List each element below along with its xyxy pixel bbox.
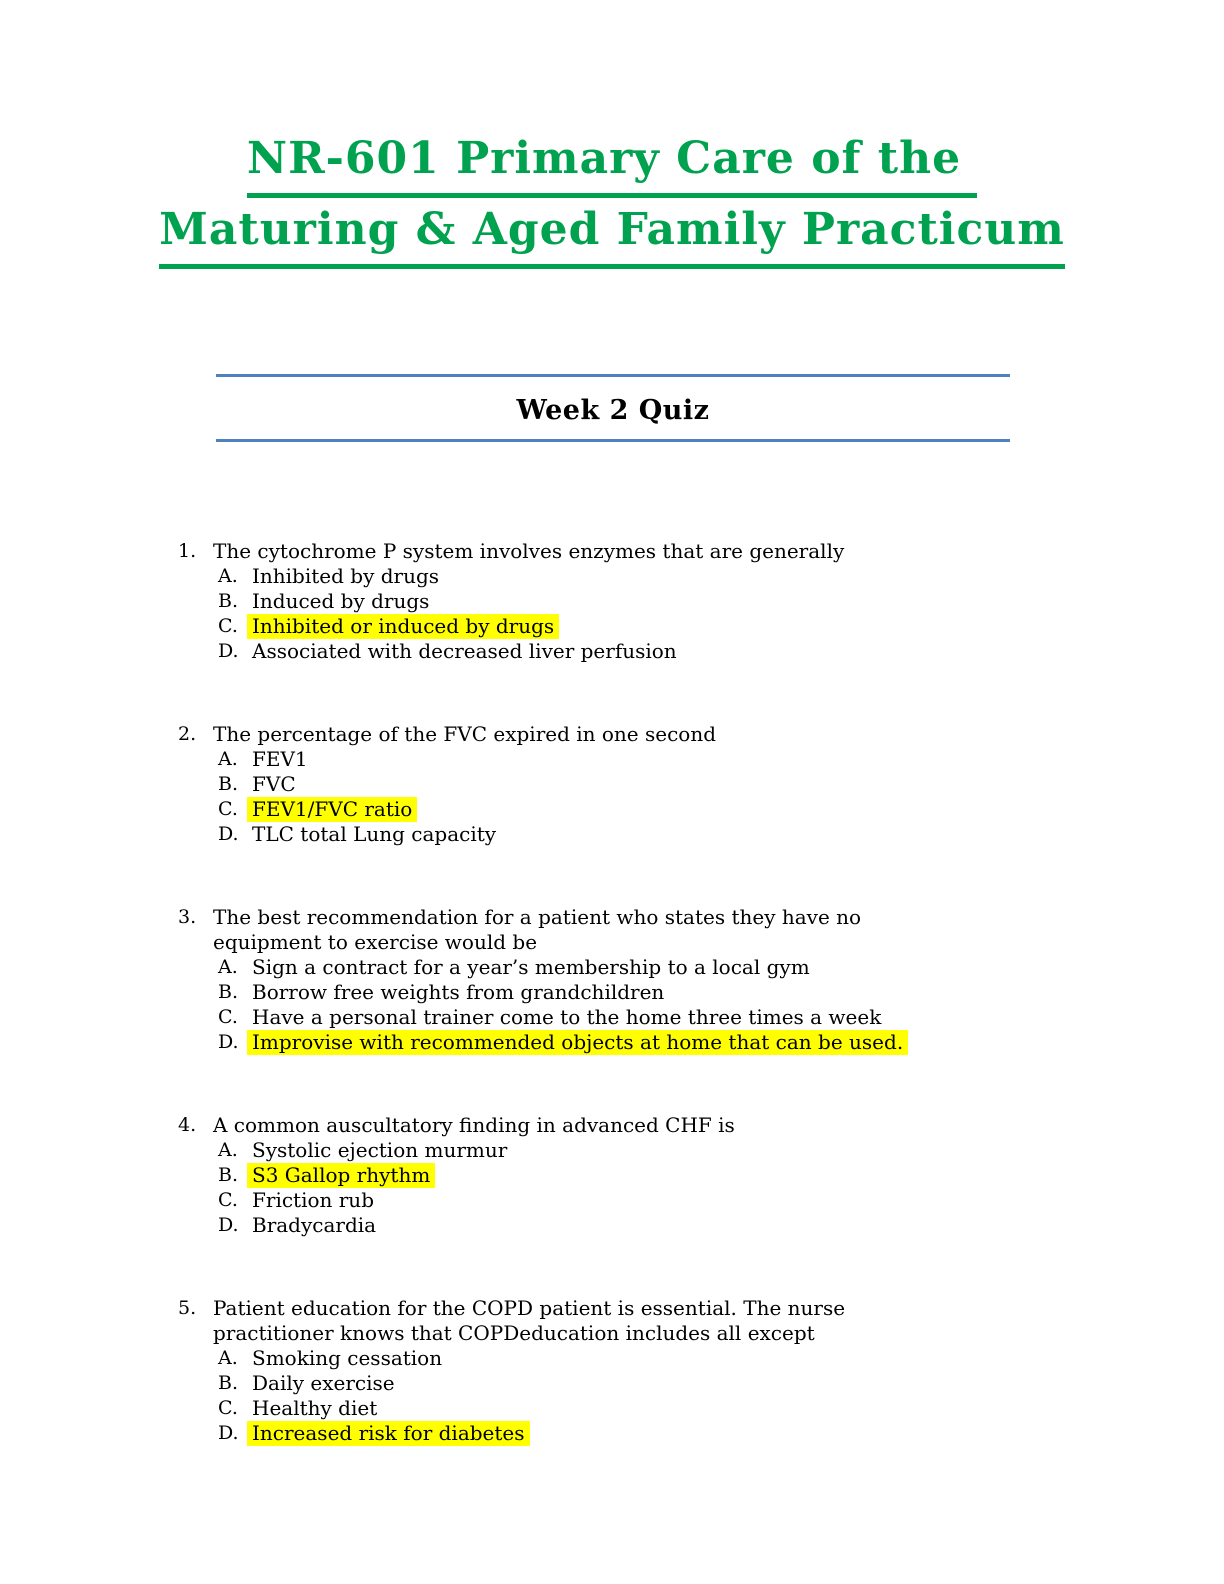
answer-option: D. Associated with decreased liver perfus…	[218, 639, 1224, 664]
answer-option: D. Improvise with recommended objects at …	[218, 1030, 1224, 1055]
question-number: 3.	[178, 906, 197, 928]
answer-option: B. S3 Gallop rhythm	[218, 1163, 1224, 1188]
answer-option: C. Healthy diet	[218, 1396, 1224, 1421]
answer-option: B. Borrow free weights from grandchildren	[218, 980, 1224, 1005]
question-row: 1. The cytochrome P system involves enzym…	[178, 539, 1224, 564]
answer-option: B. Daily exercise	[218, 1371, 1224, 1396]
answer-option: B. Induced by drugs	[218, 589, 1224, 614]
option-text: Induced by drugs	[252, 589, 430, 613]
answer-option: D. Bradycardia	[218, 1213, 1224, 1238]
option-letter: C.	[218, 1006, 238, 1028]
answer-option: A. Smoking cessation	[218, 1346, 1224, 1371]
answer-option: C. Inhibited or induced by drugs	[218, 614, 1224, 639]
option-text: Borrow free weights from grandchildren	[252, 980, 665, 1004]
option-text: Bradycardia	[252, 1213, 377, 1237]
question: 1. The cytochrome P system involves enzym…	[178, 539, 1224, 664]
question-row: 4. A common auscultatory finding in advan…	[178, 1113, 1224, 1138]
option-letter: A.	[218, 565, 238, 587]
question-row: 3. The best recommendation for a patient …	[178, 905, 1224, 955]
option-text: FVC	[252, 772, 296, 796]
option-letter: A.	[218, 1139, 238, 1161]
option-letter: C.	[218, 1189, 238, 1211]
question-row: 2. The percentage of the FVC expired in o…	[178, 722, 1224, 747]
option-letter: B.	[218, 1164, 239, 1186]
answer-option: C. FEV1/FVC ratio	[218, 797, 1224, 822]
option-letter: D.	[218, 823, 239, 845]
title-line-1: NR-601 Primary Care of the	[246, 128, 978, 198]
answer-option: A. FEV1	[218, 747, 1224, 772]
option-letter: B.	[218, 590, 239, 612]
title-line-2: Maturing & Aged Family Practicum	[159, 199, 1065, 269]
answer-option: A. Sign a contract for a year’s membershi…	[218, 955, 1224, 980]
option-letter: A.	[218, 1347, 238, 1369]
option-letter: B.	[218, 1372, 239, 1394]
option-text: Systolic ejection murmur	[252, 1138, 508, 1162]
question: 2. The percentage of the FVC expired in o…	[178, 722, 1224, 847]
highlighted-answer-text: FEV1/FVC ratio	[247, 797, 418, 822]
option-letter: B.	[218, 981, 239, 1003]
section-header: Week 2 Quiz	[216, 374, 1010, 442]
question-number: 5.	[178, 1297, 197, 1319]
option-letter: C.	[218, 615, 238, 637]
option-text: Friction rub	[252, 1188, 374, 1212]
title-row-1: NR-601 Primary Care of the	[0, 128, 1224, 199]
question-text: Patient education for the COPD patient i…	[213, 1296, 846, 1345]
question-number: 4.	[178, 1114, 197, 1136]
option-text: Sign a contract for a year’s membership …	[252, 955, 810, 979]
option-text: Have a personal trainer come to the home…	[252, 1005, 882, 1029]
option-letter: C.	[218, 1397, 238, 1419]
section-title: Week 2 Quiz	[516, 395, 710, 426]
option-letter: C.	[218, 798, 238, 820]
document-title: NR-601 Primary Care of the Maturing & Ag…	[0, 0, 1224, 270]
answer-option: B. FVC	[218, 772, 1224, 797]
option-text: TLC total Lung capacity	[252, 822, 497, 846]
option-letter: D.	[218, 1031, 239, 1053]
option-letter: A.	[218, 748, 238, 770]
option-text: Smoking cessation	[252, 1346, 443, 1370]
question-text: The best recommendation for a patient wh…	[213, 905, 862, 954]
option-letter: B.	[218, 773, 239, 795]
answer-option: A. Systolic ejection murmur	[218, 1138, 1224, 1163]
question-text: The percentage of the FVC expired in one…	[213, 722, 717, 746]
option-letter: D.	[218, 1422, 239, 1444]
answer-option: D. TLC total Lung capacity	[218, 822, 1224, 847]
question: 4. A common auscultatory finding in advan…	[178, 1113, 1224, 1238]
highlighted-answer-text: S3 Gallop rhythm	[247, 1163, 436, 1188]
option-text: FEV1	[252, 747, 308, 771]
question-list: 1. The cytochrome P system involves enzym…	[178, 539, 1224, 1446]
question-number: 1.	[178, 540, 197, 562]
answer-option: D. Increased risk for diabetes	[218, 1421, 1224, 1446]
option-list: A. Sign a contract for a year’s membershi…	[218, 955, 1224, 1055]
answer-option: A. Inhibited by drugs	[218, 564, 1224, 589]
question-number: 2.	[178, 723, 197, 745]
question: 3. The best recommendation for a patient …	[178, 905, 1224, 1055]
question-row: 5. Patient education for the COPD patient…	[178, 1296, 1224, 1346]
option-letter: D.	[218, 640, 239, 662]
highlighted-answer-text: Increased risk for diabetes	[247, 1421, 530, 1446]
highlighted-answer-text: Improvise with recommended objects at ho…	[247, 1030, 909, 1055]
title-row-2: Maturing & Aged Family Practicum	[0, 199, 1224, 270]
question-text: A common auscultatory finding in advance…	[213, 1113, 735, 1137]
answer-option: C. Friction rub	[218, 1188, 1224, 1213]
option-text: Healthy diet	[252, 1396, 378, 1420]
question-text: The cytochrome P system involves enzymes…	[213, 539, 845, 563]
option-letter: A.	[218, 956, 238, 978]
option-text: Daily exercise	[252, 1371, 395, 1395]
answer-option: C. Have a personal trainer come to the ho…	[218, 1005, 1224, 1030]
option-text: Associated with decreased liver perfusio…	[252, 639, 677, 663]
question: 5. Patient education for the COPD patient…	[178, 1296, 1224, 1446]
option-text: Inhibited by drugs	[252, 564, 440, 588]
highlighted-answer-text: Inhibited or induced by drugs	[247, 614, 560, 639]
option-letter: D.	[218, 1214, 239, 1236]
